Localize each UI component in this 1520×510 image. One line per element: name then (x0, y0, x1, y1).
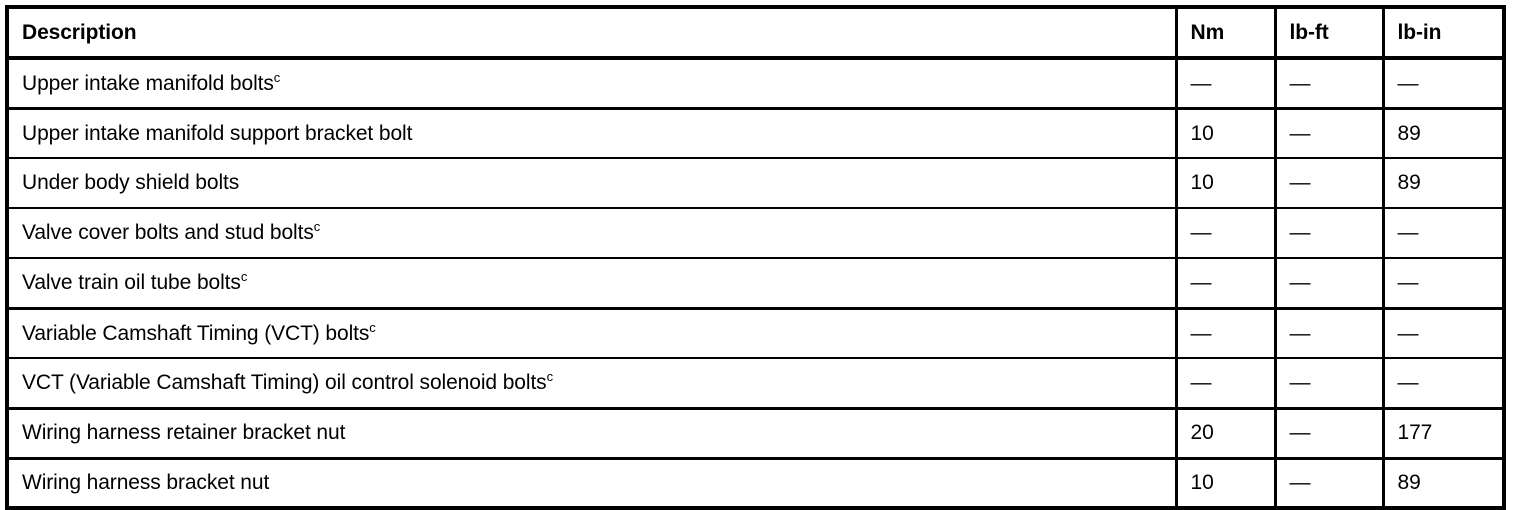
cell-description: Under body shield bolts (7, 158, 1176, 209)
cell-lb-in-value: 89 (1397, 121, 1421, 145)
table-row: Wiring harness bracket nut 10 — 89 (7, 458, 1504, 508)
cell-nm: 20 (1174, 408, 1275, 460)
cell-lb-in-value: 89 (1397, 171, 1421, 195)
cell-lb-in-value: 177 (1397, 421, 1433, 445)
cell-lb-ft: — (1273, 258, 1383, 310)
cell-lb-ft: — (1273, 208, 1383, 259)
cell-lb-in: 89 (1381, 458, 1504, 508)
footnote-marker: c (240, 269, 248, 285)
cell-lb-ft: — (1273, 58, 1383, 110)
cell-description: VCT (Variable Camshaft Timing) oil contr… (7, 358, 1176, 410)
footnote-marker: c (546, 369, 554, 385)
description-text: Variable Camshaft Timing (VCT) bolts (22, 321, 370, 345)
table-row: Wiring harness retainer bracket nut 20 — 17… (7, 408, 1504, 460)
cell-lb-ft-value: — (1289, 471, 1311, 495)
table-row: Valve train oil tube boltsc — — — (7, 258, 1504, 310)
table-row: Valve cover bolts and stud boltsc — — — (7, 208, 1504, 259)
footnote-marker: c (369, 319, 376, 335)
column-header-lb-in: lb-in (1381, 7, 1504, 60)
cell-lb-ft: — (1273, 158, 1383, 209)
table-row: Variable Camshaft Timing (VCT) boltsc — — — (7, 308, 1504, 359)
cell-lb-in: 89 (1381, 158, 1504, 209)
cell-nm: — (1174, 208, 1275, 259)
cell-lb-ft: — (1273, 408, 1383, 460)
cell-lb-in-value: — (1397, 321, 1419, 345)
description-text: Upper intake manifold support bracket bo… (22, 121, 413, 145)
cell-lb-in: — (1381, 358, 1504, 410)
cell-lb-in: — (1381, 308, 1504, 359)
footnote-marker: c (273, 69, 281, 85)
cell-nm: — (1174, 358, 1275, 410)
table-row: VCT (Variable Camshaft Timing) oil contr… (7, 358, 1504, 410)
cell-nm-value: — (1190, 271, 1212, 295)
cell-description: Valve cover bolts and stud boltsc (7, 208, 1176, 259)
cell-nm-value: 10 (1190, 121, 1214, 145)
cell-lb-ft: — (1273, 108, 1383, 159)
description-text: Upper intake manifold bolts (22, 71, 274, 95)
cell-lb-ft: — (1273, 358, 1383, 410)
cell-description: Valve train oil tube boltsc (7, 258, 1176, 310)
cell-lb-in-value: — (1397, 271, 1419, 295)
column-header-description: Description (7, 7, 1176, 60)
description-text: Wiring harness retainer bracket nut (22, 421, 346, 445)
cell-lb-in: — (1381, 58, 1504, 110)
cell-nm: 10 (1174, 108, 1275, 159)
cell-nm: — (1174, 258, 1275, 310)
description-text: VCT (Variable Camshaft Timing) oil contr… (22, 371, 547, 395)
cell-lb-in: — (1381, 258, 1504, 310)
cell-description: Wiring harness retainer bracket nut (7, 408, 1176, 460)
table-row: Under body shield bolts 10 — 89 (7, 158, 1504, 209)
cell-nm-value: — (1190, 371, 1212, 395)
cell-nm-value: 10 (1190, 471, 1214, 495)
cell-nm-value: — (1190, 321, 1212, 345)
cell-description: Wiring harness bracket nut (7, 458, 1176, 508)
footnote-marker: c (313, 219, 321, 235)
cell-lb-in-value: — (1397, 221, 1419, 245)
cell-lb-in: — (1381, 208, 1504, 259)
cell-lb-in-value: 89 (1397, 471, 1421, 495)
column-header-lb-ft: lb-ft (1273, 7, 1383, 60)
cell-lb-ft-value: — (1289, 121, 1311, 145)
cell-description: Upper intake manifold boltsc (7, 58, 1176, 110)
description-text: Wiring harness bracket nut (22, 471, 270, 495)
cell-lb-ft-value: — (1289, 71, 1311, 95)
column-header-nm: Nm (1174, 7, 1275, 60)
cell-nm: 10 (1174, 458, 1275, 508)
cell-nm-value: 20 (1190, 421, 1214, 445)
cell-lb-ft-value: — (1289, 271, 1311, 295)
table-header-row: Description Nm lb-ft lb-in (7, 7, 1504, 60)
cell-lb-in-value: — (1397, 71, 1419, 95)
cell-lb-ft-value: — (1289, 321, 1311, 345)
table-body: Upper intake manifold boltsc———Upper int… (7, 58, 1504, 508)
description-text: Under body shield bolts (22, 171, 240, 195)
description-text: Valve cover bolts and stud bolts (22, 221, 314, 245)
cell-nm: — (1174, 308, 1275, 359)
cell-lb-in: 89 (1381, 108, 1504, 159)
cell-description: Variable Camshaft Timing (VCT) boltsc (7, 308, 1176, 359)
table-row: Upper intake manifold boltsc — — — (7, 58, 1504, 110)
table-row: Upper intake manifold support bracket bo… (7, 108, 1504, 159)
cell-lb-ft-value: — (1289, 421, 1311, 445)
table-header: Description Nm lb-ft lb-in (7, 7, 1504, 60)
cell-lb-ft-value: — (1289, 171, 1311, 195)
cell-lb-in-value: — (1397, 371, 1419, 395)
cell-nm-value: 10 (1190, 171, 1214, 195)
cell-nm-value: — (1190, 71, 1212, 95)
cell-nm: — (1174, 58, 1275, 110)
cell-lb-ft-value: — (1289, 371, 1311, 395)
description-text: Valve train oil tube bolts (22, 271, 241, 295)
cell-lb-ft: — (1273, 308, 1383, 359)
cell-lb-in: 177 (1381, 408, 1504, 460)
torque-specification-table: Description Nm lb-ft lb-in Upper intake … (5, 5, 1506, 510)
cell-nm-value: — (1190, 221, 1212, 245)
cell-description: Upper intake manifold support bracket bo… (7, 108, 1176, 159)
cell-lb-ft: — (1273, 458, 1383, 508)
cell-lb-ft-value: — (1289, 221, 1311, 245)
cell-nm: 10 (1174, 158, 1275, 209)
